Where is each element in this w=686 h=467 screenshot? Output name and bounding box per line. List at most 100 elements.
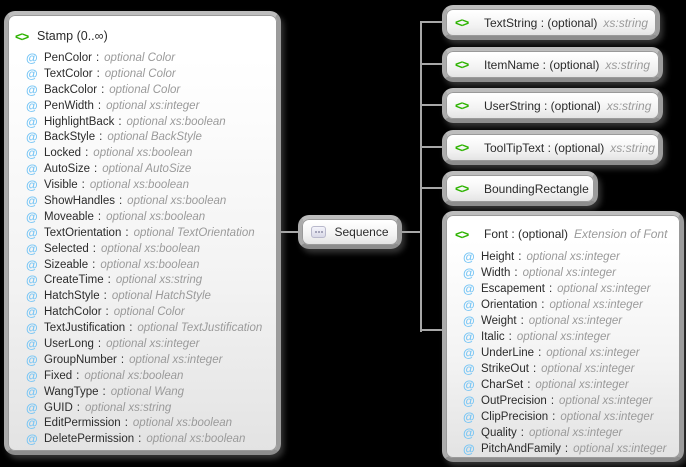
attribute-separator: : (514, 267, 518, 279)
attribute-row[interactable]: @ Selected : optional xs:boolean (26, 241, 273, 257)
attribute-name: HatchColor (44, 306, 102, 319)
element-node-itemname[interactable]: <> ItemName : (optional) xs:string (442, 47, 663, 82)
attribute-separator: : (508, 331, 512, 343)
element-node-userstring[interactable]: <> UserString : (optional) xs:string (442, 88, 663, 123)
attribute-row[interactable]: @ PenWidth : optional xs:integer (26, 98, 273, 114)
attribute-row[interactable]: @ TextOrientation : optional TextOrienta… (26, 225, 273, 241)
attribute-name: UserLong (44, 337, 94, 350)
element-label: UserString : (optional) (484, 98, 601, 113)
stamp-attribute-list: @ PenColor : optional Color @ TextColor … (26, 50, 273, 447)
attribute-row[interactable]: @ ShowHandles : optional xs:boolean (26, 193, 273, 209)
sequence-icon (311, 226, 327, 238)
attribute-separator: : (118, 115, 122, 128)
attribute-type: optional xs:integer (546, 347, 640, 359)
attribute-row[interactable]: @ WangType : optional Wang (26, 384, 273, 400)
attribute-row[interactable]: @ Height : optional xs:integer (463, 249, 678, 265)
element-node-font[interactable]: <> Font : (optional) Extension of Font @… (442, 211, 684, 462)
attribute-type: optional xs:boolean (106, 210, 206, 223)
connector-branch-textstring (421, 21, 442, 23)
attribute-row[interactable]: @ GroupNumber : optional xs:integer (26, 352, 273, 368)
attribute-row[interactable]: @ Width : optional xs:integer (463, 265, 678, 281)
attribute-icon: @ (26, 146, 38, 161)
attribute-separator: : (550, 395, 555, 407)
attribute-row[interactable]: @ TextJustification : optional TextJusti… (26, 320, 273, 336)
element-type: xs:string (610, 140, 655, 155)
attribute-row[interactable]: @ HatchStyle : optional HatchStyle (26, 288, 273, 304)
attribute-icon: @ (26, 50, 38, 65)
attribute-type: optional xs:boolean (126, 115, 226, 128)
attribute-type: optional xs:boolean (89, 179, 189, 192)
attribute-row[interactable]: @ EditPermission : optional xs:boolean (26, 415, 273, 431)
attribute-row[interactable]: @ ClipPrecision : optional xs:integer (463, 409, 678, 425)
attribute-type: optional xs:boolean (132, 417, 233, 430)
element-node-stamp[interactable]: <> Stamp (0..∞) @ PenColor : optional Co… (4, 11, 281, 455)
attribute-separator: : (118, 194, 123, 207)
font-header[interactable]: <> Font : (optional) Extension of Font (455, 224, 678, 244)
element-icon: <> (455, 57, 469, 72)
attribute-row[interactable]: @ Quality : optional xs:integer (463, 425, 678, 441)
attribute-row[interactable]: @ Escapement : optional xs:integer (463, 281, 678, 297)
attribute-name: OutPrecision (481, 395, 547, 407)
attribute-row[interactable]: @ UserLong : optional xs:integer (26, 336, 273, 352)
attribute-row[interactable]: @ CreateTime : optional xs:string (26, 272, 273, 288)
attribute-separator: : (520, 315, 524, 327)
attribute-row[interactable]: @ CharSet : optional xs:integer (463, 377, 678, 393)
attribute-name: Weight (481, 315, 517, 327)
attribute-name: GroupNumber (44, 353, 117, 366)
attribute-icon: @ (463, 426, 475, 440)
attribute-row[interactable]: @ Moveable : optional xs:boolean (26, 209, 273, 225)
connector-branch-font (421, 329, 442, 331)
attribute-row[interactable]: @ Orientation : optional xs:integer (463, 297, 678, 313)
attribute-icon: @ (26, 289, 38, 304)
attribute-icon: @ (26, 416, 38, 431)
attribute-type: optional xs:integer (526, 251, 620, 263)
element-label: TextString : (optional) (484, 15, 598, 30)
element-node-boundingrectangle[interactable]: <> BoundingRectangle (442, 171, 598, 206)
element-node-textstring[interactable]: <> TextString : (optional) xs:string (442, 5, 660, 40)
attribute-name: Visible (44, 179, 78, 192)
attribute-row[interactable]: @ Fixed : optional xs:boolean (26, 368, 273, 384)
attribute-separator: : (81, 179, 85, 192)
attribute-icon: @ (463, 378, 475, 392)
attribute-row[interactable]: @ Italic : optional xs:integer (463, 329, 678, 345)
attribute-separator: : (552, 411, 556, 423)
attribute-type: optional BackStyle (107, 131, 202, 144)
attribute-row[interactable]: @ BackColor : optional Color (26, 82, 273, 98)
attribute-row[interactable]: @ OutPrecision : optional xs:integer (463, 393, 678, 409)
stamp-header[interactable]: <> Stamp (0..∞) (15, 26, 273, 46)
sequence-label: Sequence (334, 225, 389, 239)
attribute-separator: : (94, 163, 98, 176)
attribute-icon: @ (463, 282, 475, 296)
attribute-icon: @ (463, 442, 475, 456)
attribute-row[interactable]: @ PitchAndFamily : optional xs:integer (463, 441, 678, 457)
attribute-row[interactable]: @ Weight : optional xs:integer (463, 313, 678, 329)
attribute-row[interactable]: @ HatchColor : optional Color (26, 304, 273, 320)
element-node-tooltiptext[interactable]: <> ToolTipText : (optional) xs:string (442, 130, 663, 165)
attribute-row[interactable]: @ UnderLine : optional xs:integer (463, 345, 678, 361)
attribute-separator: : (548, 283, 553, 295)
attribute-type: optional AutoSize (102, 163, 192, 176)
attribute-row[interactable]: @ GUID : optional xs:string (26, 400, 273, 416)
attribute-row[interactable]: @ AutoSize : optional AutoSize (26, 161, 273, 177)
attribute-row[interactable]: @ BackStyle : optional BackStyle (26, 129, 273, 145)
attribute-icon: @ (26, 400, 38, 415)
attribute-row[interactable]: @ HighlightBack : optional xs:boolean (26, 114, 273, 130)
attribute-icon: @ (26, 193, 38, 208)
sequence-node[interactable]: Sequence (298, 215, 402, 249)
attribute-name: StrikeOut (481, 363, 529, 375)
attribute-icon: @ (26, 98, 38, 113)
attribute-type: optional HatchStyle (111, 290, 211, 303)
attribute-row[interactable]: @ Locked : optional xs:boolean (26, 145, 273, 161)
attribute-icon: @ (26, 273, 38, 288)
attribute-icon: @ (26, 162, 38, 177)
attribute-name: PenColor (44, 51, 92, 64)
attribute-row[interactable]: @ StrikeOut : optional xs:integer (463, 361, 678, 377)
attribute-name: Quality (481, 427, 517, 439)
attribute-row[interactable]: @ Visible : optional xs:boolean (26, 177, 273, 193)
attribute-row[interactable]: @ DeletePermission : optional xs:boolean (26, 431, 273, 447)
attribute-row[interactable]: @ PenColor : optional Color (26, 50, 273, 66)
connector-branch-boundingrectangle (421, 187, 442, 189)
attribute-row[interactable]: @ Sizeable : optional xs:boolean (26, 257, 273, 273)
attribute-separator: : (538, 347, 542, 359)
attribute-row[interactable]: @ TextColor : optional Color (26, 66, 273, 82)
